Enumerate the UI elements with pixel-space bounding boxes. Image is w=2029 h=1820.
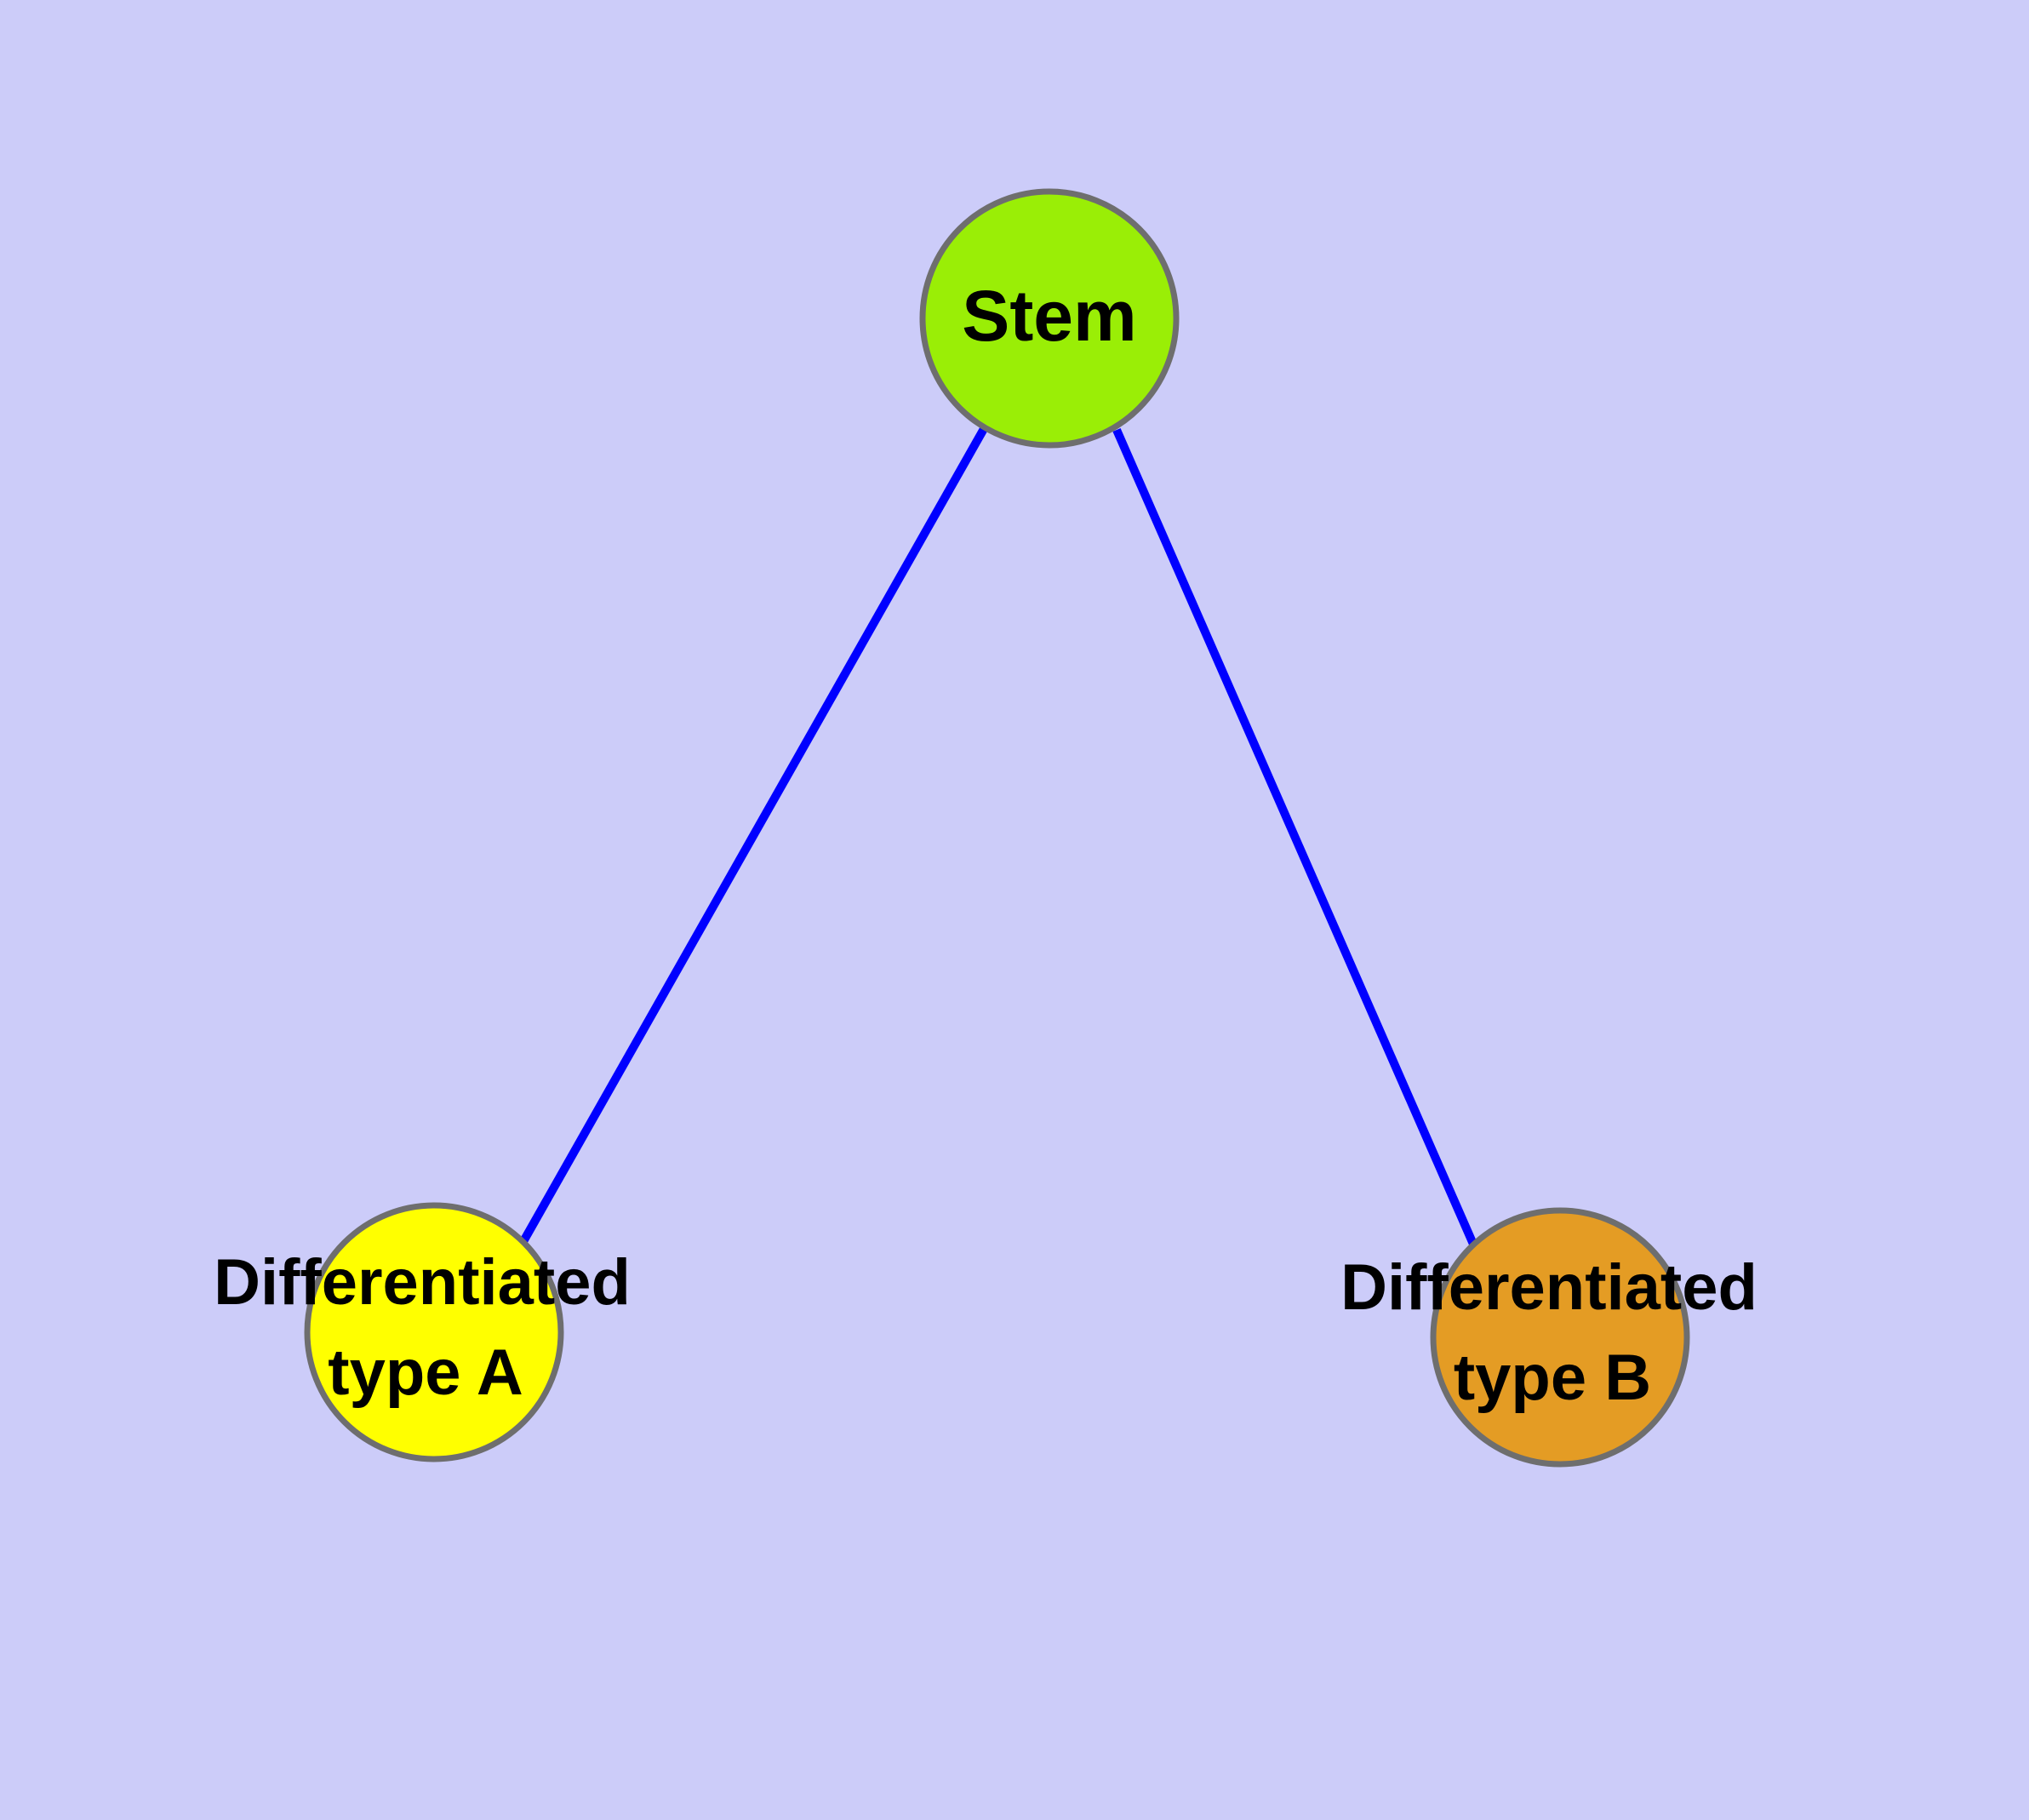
node-stem-label-line1: Stem xyxy=(962,276,1136,356)
node-differentiated-type-b-label-line2: type B xyxy=(1454,1342,1651,1414)
node-differentiated-type-a-circle[interactable] xyxy=(304,1202,564,1462)
node-differentiated-type-a-label-line1: Differentiated xyxy=(214,1246,631,1319)
edge-stem-to-differentiated-type-b[interactable] xyxy=(1112,427,1479,1251)
node-stem-circle[interactable] xyxy=(919,188,1180,449)
node-stem[interactable]: Stem xyxy=(919,188,1180,449)
node-differentiated-type-a-label-line2: type A xyxy=(328,1336,523,1409)
node-differentiated-type-a[interactable]: Differentiated type A xyxy=(214,1202,631,1462)
edge-stem-to-differentiated-type-a[interactable] xyxy=(518,425,989,1245)
edge-layer xyxy=(518,425,1479,1251)
node-layer: Stem Differentiated type A Differentiate… xyxy=(214,188,1758,1468)
node-differentiated-type-b-label-line1: Differentiated xyxy=(1340,1251,1758,1324)
node-differentiated-type-b[interactable]: Differentiated type B xyxy=(1340,1207,1758,1468)
node-differentiated-type-b-circle[interactable] xyxy=(1430,1207,1690,1468)
